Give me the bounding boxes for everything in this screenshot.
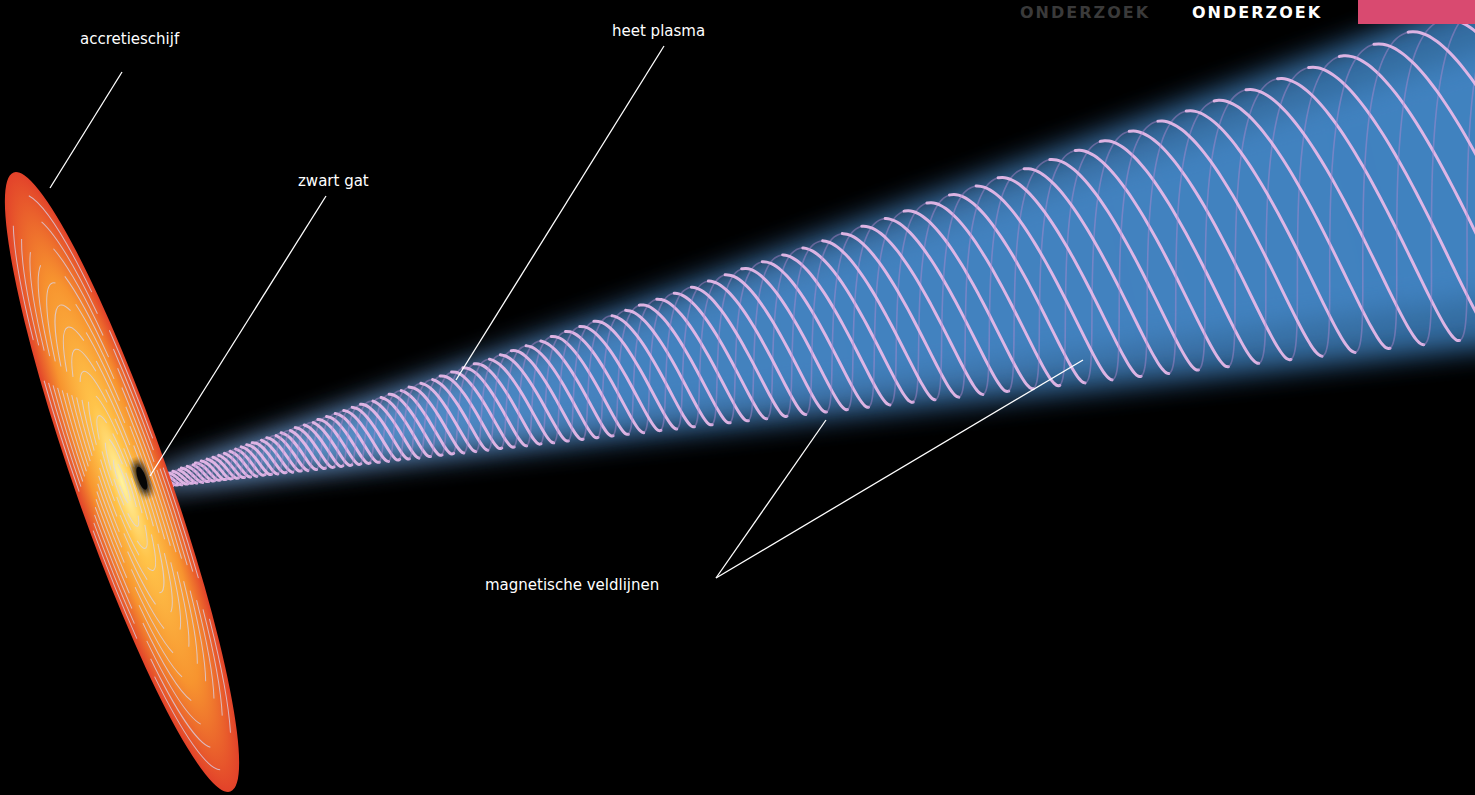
magnetic-field-line bbox=[304, 419, 343, 473]
magnetic-field-line bbox=[823, 224, 935, 416]
magnetic-field-line bbox=[1058, 121, 1213, 380]
hot-plasma bbox=[100, 0, 1475, 680]
leader-line bbox=[716, 360, 1083, 578]
magnetic-field-line bbox=[1408, 3, 1475, 353]
magnetic-field-line bbox=[530, 326, 604, 442]
disk-swirl bbox=[0, 180, 264, 784]
header-bar bbox=[1358, 0, 1475, 24]
magnetic-field-line bbox=[352, 400, 400, 468]
magnetic-field-line bbox=[1139, 90, 1305, 370]
magnetic-field-line bbox=[646, 281, 739, 429]
magnetic-field-line bbox=[976, 166, 1112, 400]
magnetic-field-line bbox=[1321, 20, 1475, 348]
magnetic-field-line bbox=[691, 273, 787, 431]
magnetic-field-line bbox=[1196, 68, 1371, 364]
magnetic-field-line bbox=[445, 359, 509, 453]
magnetic-field-line bbox=[762, 246, 868, 423]
part-label: accretieschijf bbox=[80, 30, 179, 48]
magnetic-field-line bbox=[1256, 44, 1439, 356]
swirl-line bbox=[24, 273, 220, 691]
swirl-line bbox=[0, 203, 253, 760]
swirl-line bbox=[111, 459, 133, 505]
magnetic-field-line bbox=[1374, 15, 1475, 356]
magnetic-field-line bbox=[827, 211, 945, 407]
magnetic-field-line bbox=[433, 371, 488, 459]
leader-line bbox=[456, 46, 664, 380]
magnetic-field-line bbox=[500, 344, 568, 451]
magnetic-field-line bbox=[1008, 141, 1151, 385]
leader-line bbox=[150, 196, 326, 476]
leader-line bbox=[50, 72, 122, 188]
black-hole-glow bbox=[130, 459, 153, 497]
magnetic-field-line bbox=[456, 355, 521, 452]
magnetic-field-line bbox=[409, 378, 464, 461]
field-lines bbox=[104, 0, 1475, 662]
magnetic-field-line bbox=[543, 321, 618, 441]
magnetic-field-line bbox=[183, 461, 205, 484]
magnetic-field-line bbox=[1085, 111, 1242, 376]
swirl-line bbox=[13, 250, 231, 714]
magnetic-field-line bbox=[373, 387, 424, 461]
magnetic-field-line bbox=[725, 260, 826, 428]
magnetic-field-line bbox=[220, 447, 248, 479]
magnetic-field-line bbox=[1111, 101, 1271, 374]
magnetic-field-line bbox=[335, 406, 379, 469]
part-label: zwart gat bbox=[298, 172, 369, 190]
magnetic-field-line bbox=[207, 455, 232, 484]
swirl-line bbox=[0, 180, 264, 784]
leader-line bbox=[716, 420, 826, 578]
magnetic-field-line bbox=[489, 349, 553, 452]
magnetic-field-line bbox=[1339, 28, 1475, 361]
accretion-disk bbox=[0, 157, 275, 795]
magnetic-field-line bbox=[1288, 32, 1475, 352]
magnetic-field-line bbox=[768, 234, 880, 415]
magnetic-field-line bbox=[1158, 97, 1322, 380]
magnetic-field-line bbox=[1032, 131, 1182, 383]
magnetic-field-line bbox=[870, 195, 993, 402]
magnetic-field-line bbox=[890, 186, 1021, 400]
jet bbox=[100, 0, 1475, 680]
magnetic-field-line bbox=[913, 178, 1044, 397]
magnetic-field-line bbox=[241, 442, 271, 480]
black-hole bbox=[134, 466, 149, 491]
magnetic-field-line bbox=[290, 425, 325, 474]
magnetic-field-line bbox=[252, 437, 286, 479]
plasma-core bbox=[114, 0, 1475, 621]
swirl-line bbox=[67, 366, 176, 598]
magnetic-field-line bbox=[580, 314, 661, 443]
magnetic-field-line bbox=[247, 439, 278, 479]
magnetic-field-line bbox=[318, 412, 361, 471]
magnetic-field-line bbox=[631, 287, 721, 430]
swirl-line bbox=[35, 296, 210, 668]
magnetic-field-line bbox=[1309, 40, 1475, 364]
part-label: magnetische veldlijnen bbox=[485, 576, 659, 594]
magnetic-field-line bbox=[295, 421, 334, 474]
leader-lines bbox=[50, 46, 1083, 578]
swirl-line bbox=[2, 227, 242, 738]
part-label: heet plasma bbox=[612, 22, 705, 40]
section-header: ONDERZOEK bbox=[1020, 3, 1150, 22]
magnetic-field-line bbox=[314, 410, 356, 468]
magnetic-field-line bbox=[1442, 0, 1475, 350]
disk bbox=[0, 157, 275, 795]
magnetic-field-line bbox=[201, 456, 226, 483]
magnetic-field-line bbox=[750, 241, 859, 416]
magnetic-field-line bbox=[1227, 56, 1403, 359]
magnetic-field-line bbox=[848, 203, 970, 405]
section-header: ONDERZOEK bbox=[1192, 3, 1322, 22]
magnetic-field-line bbox=[263, 430, 299, 474]
magnetic-field-line bbox=[327, 409, 370, 470]
magnetic-field-line bbox=[381, 390, 430, 465]
magnetic-field-line bbox=[344, 403, 389, 468]
magnetic-field-line bbox=[708, 266, 805, 429]
swirl-line bbox=[89, 412, 154, 551]
